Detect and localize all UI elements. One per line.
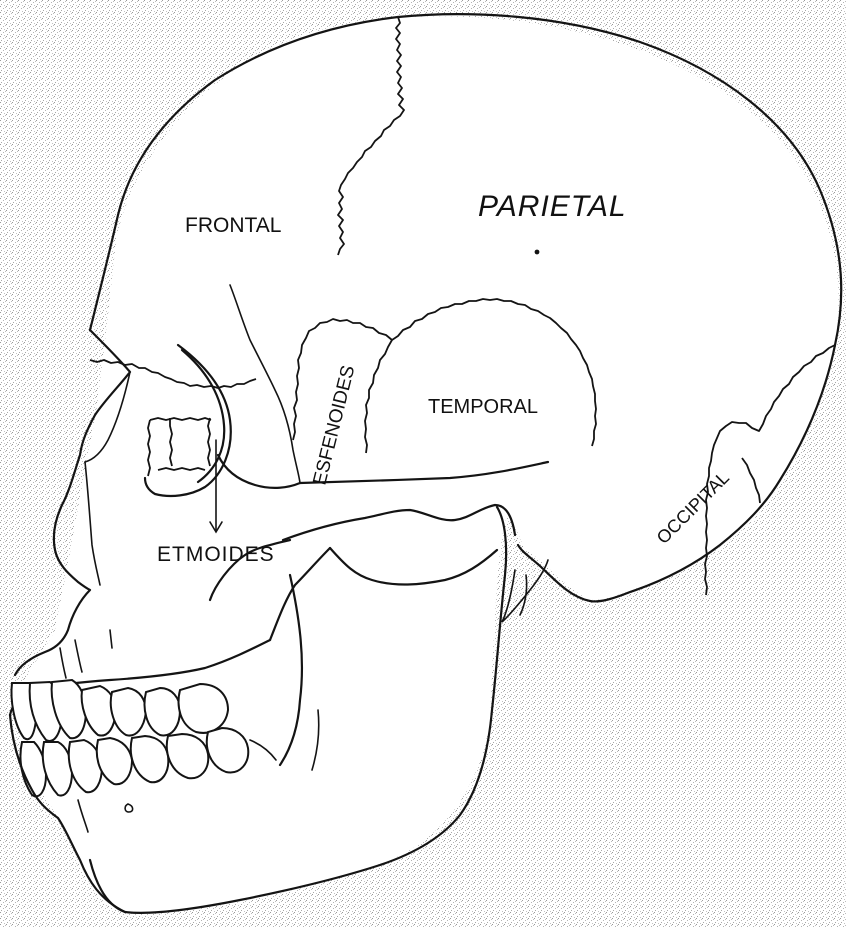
label-temporal: TEMPORAL [428,396,538,418]
upper-tooth [179,684,228,733]
label-etmoides: ETMOIDES [157,543,275,566]
label-parietal: PARIETAL [478,190,627,223]
parietal-dot [535,250,540,255]
label-frontal: FRONTAL [185,214,281,237]
